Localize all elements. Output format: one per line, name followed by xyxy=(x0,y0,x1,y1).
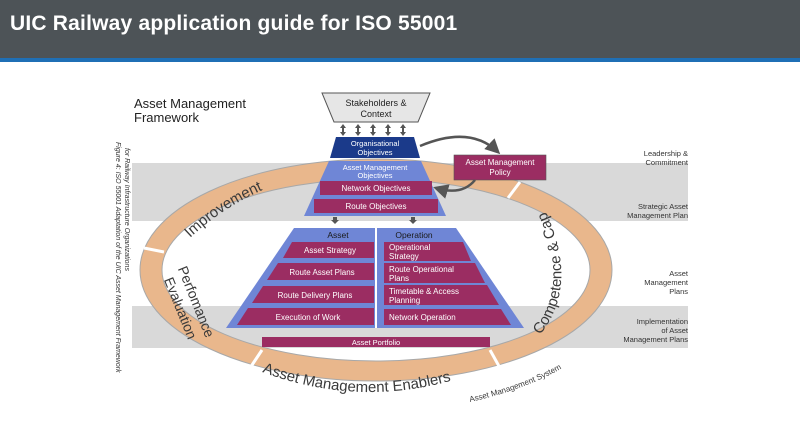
ring-divider xyxy=(488,349,502,369)
am-policy-label: Asset Management xyxy=(466,158,536,167)
network-operation-label: Network Operation xyxy=(389,313,456,322)
svg-text:Commitment: Commitment xyxy=(645,158,688,167)
stakeholders-context-box xyxy=(321,92,431,123)
operational-strategy-box xyxy=(384,242,471,261)
route-delivery-plans-label: Route Delivery Plans xyxy=(278,291,353,300)
am-objectives-label: Objectives xyxy=(357,171,392,180)
policy-arrow-out xyxy=(419,135,501,155)
title-underline xyxy=(0,58,800,62)
organisational-objectives-label: Organisational xyxy=(351,139,400,148)
operational-strategy-label: Operational xyxy=(389,243,431,252)
execution-of-work-box xyxy=(237,308,374,325)
organisational-objectives-box xyxy=(330,137,420,158)
improvement-ring xyxy=(139,158,613,382)
network-operation-box xyxy=(384,309,511,325)
asset-portfolio-label: Asset Portfolio xyxy=(352,338,400,347)
route-delivery-plans-box xyxy=(252,286,374,303)
route-operational-plans-label: Route Operational xyxy=(389,265,454,274)
route-operational-plans-box xyxy=(384,263,485,283)
svg-text:Asset: Asset xyxy=(669,269,689,278)
right-label-am-plans: Asset Management Plans xyxy=(644,269,689,296)
operation-column-header: Operation xyxy=(395,230,433,240)
route-objectives-box xyxy=(314,199,438,213)
network-objectives-box xyxy=(320,181,432,195)
policy-arrow-in xyxy=(433,179,476,199)
svg-text:Management Plans: Management Plans xyxy=(623,335,688,344)
route-asset-plans-label: Route Asset Plans xyxy=(289,268,354,277)
timetable-access-planning-label: Timetable & Access xyxy=(389,287,459,296)
title-bar: UIC Railway application guide for ISO 55… xyxy=(0,0,800,58)
organisational-objectives-label: Objectives xyxy=(357,148,392,157)
stakeholders-label: Context xyxy=(360,109,392,119)
stakeholders-label: Stakeholders & xyxy=(345,98,406,108)
asset-column-header: Asset xyxy=(327,230,349,240)
right-label-implementation: Implementation of Asset Management Plans xyxy=(623,317,689,344)
slide-title: UIC Railway application guide for ISO 55… xyxy=(10,12,458,35)
down-arrows xyxy=(331,217,417,224)
two-way-arrows xyxy=(340,124,406,136)
svg-text:of Asset: of Asset xyxy=(661,326,689,335)
svg-text:Strategic Asset: Strategic Asset xyxy=(638,202,689,211)
route-asset-plans-box xyxy=(267,263,374,280)
timetable-access-planning-box xyxy=(384,285,499,305)
operational-strategy-label: Strategy xyxy=(389,252,419,261)
right-label-strategic-plan: Strategic Asset Management Plan xyxy=(627,202,689,220)
am-policy-label: Policy xyxy=(489,168,510,177)
asset-strategy-box xyxy=(283,242,374,258)
svg-text:Plans: Plans xyxy=(669,287,688,296)
ring-divider xyxy=(248,349,264,369)
svg-text:Figure 4: ISO 55001 Adaptation: Figure 4: ISO 55001 Adaptation of the UI… xyxy=(114,142,121,373)
svg-text:for Railway Infrastructure Org: for Railway Infrastructure Organizations xyxy=(123,148,130,271)
am-policy-box xyxy=(453,154,547,181)
diagram-heading-line1: Asset Management xyxy=(134,96,246,111)
diagram-heading-line2: Framework xyxy=(134,110,200,125)
am-objectives-label: Asset Management xyxy=(343,163,409,172)
asset-strategy-label: Asset Strategy xyxy=(304,246,356,255)
svg-text:Implementation: Implementation xyxy=(637,317,688,326)
right-label-leadership: Leadership & Commitment xyxy=(644,149,689,167)
svg-text:Management: Management xyxy=(644,278,689,287)
asset-portfolio-bar xyxy=(262,337,490,347)
ring-divider xyxy=(506,181,522,199)
svg-text:Management Plan: Management Plan xyxy=(627,211,688,220)
timetable-access-planning-label: Planning xyxy=(389,296,420,305)
svg-text:Leadership &: Leadership & xyxy=(644,149,688,158)
execution-of-work-label: Execution of Work xyxy=(276,313,342,322)
network-objectives-label: Network Objectives xyxy=(342,184,411,193)
ring-divider xyxy=(143,246,165,254)
side-caption: Figure 4: ISO 55001 Adaptation of the UI… xyxy=(114,142,130,373)
route-operational-plans-label: Plans xyxy=(389,274,409,283)
route-objectives-label: Route Objectives xyxy=(346,202,407,211)
